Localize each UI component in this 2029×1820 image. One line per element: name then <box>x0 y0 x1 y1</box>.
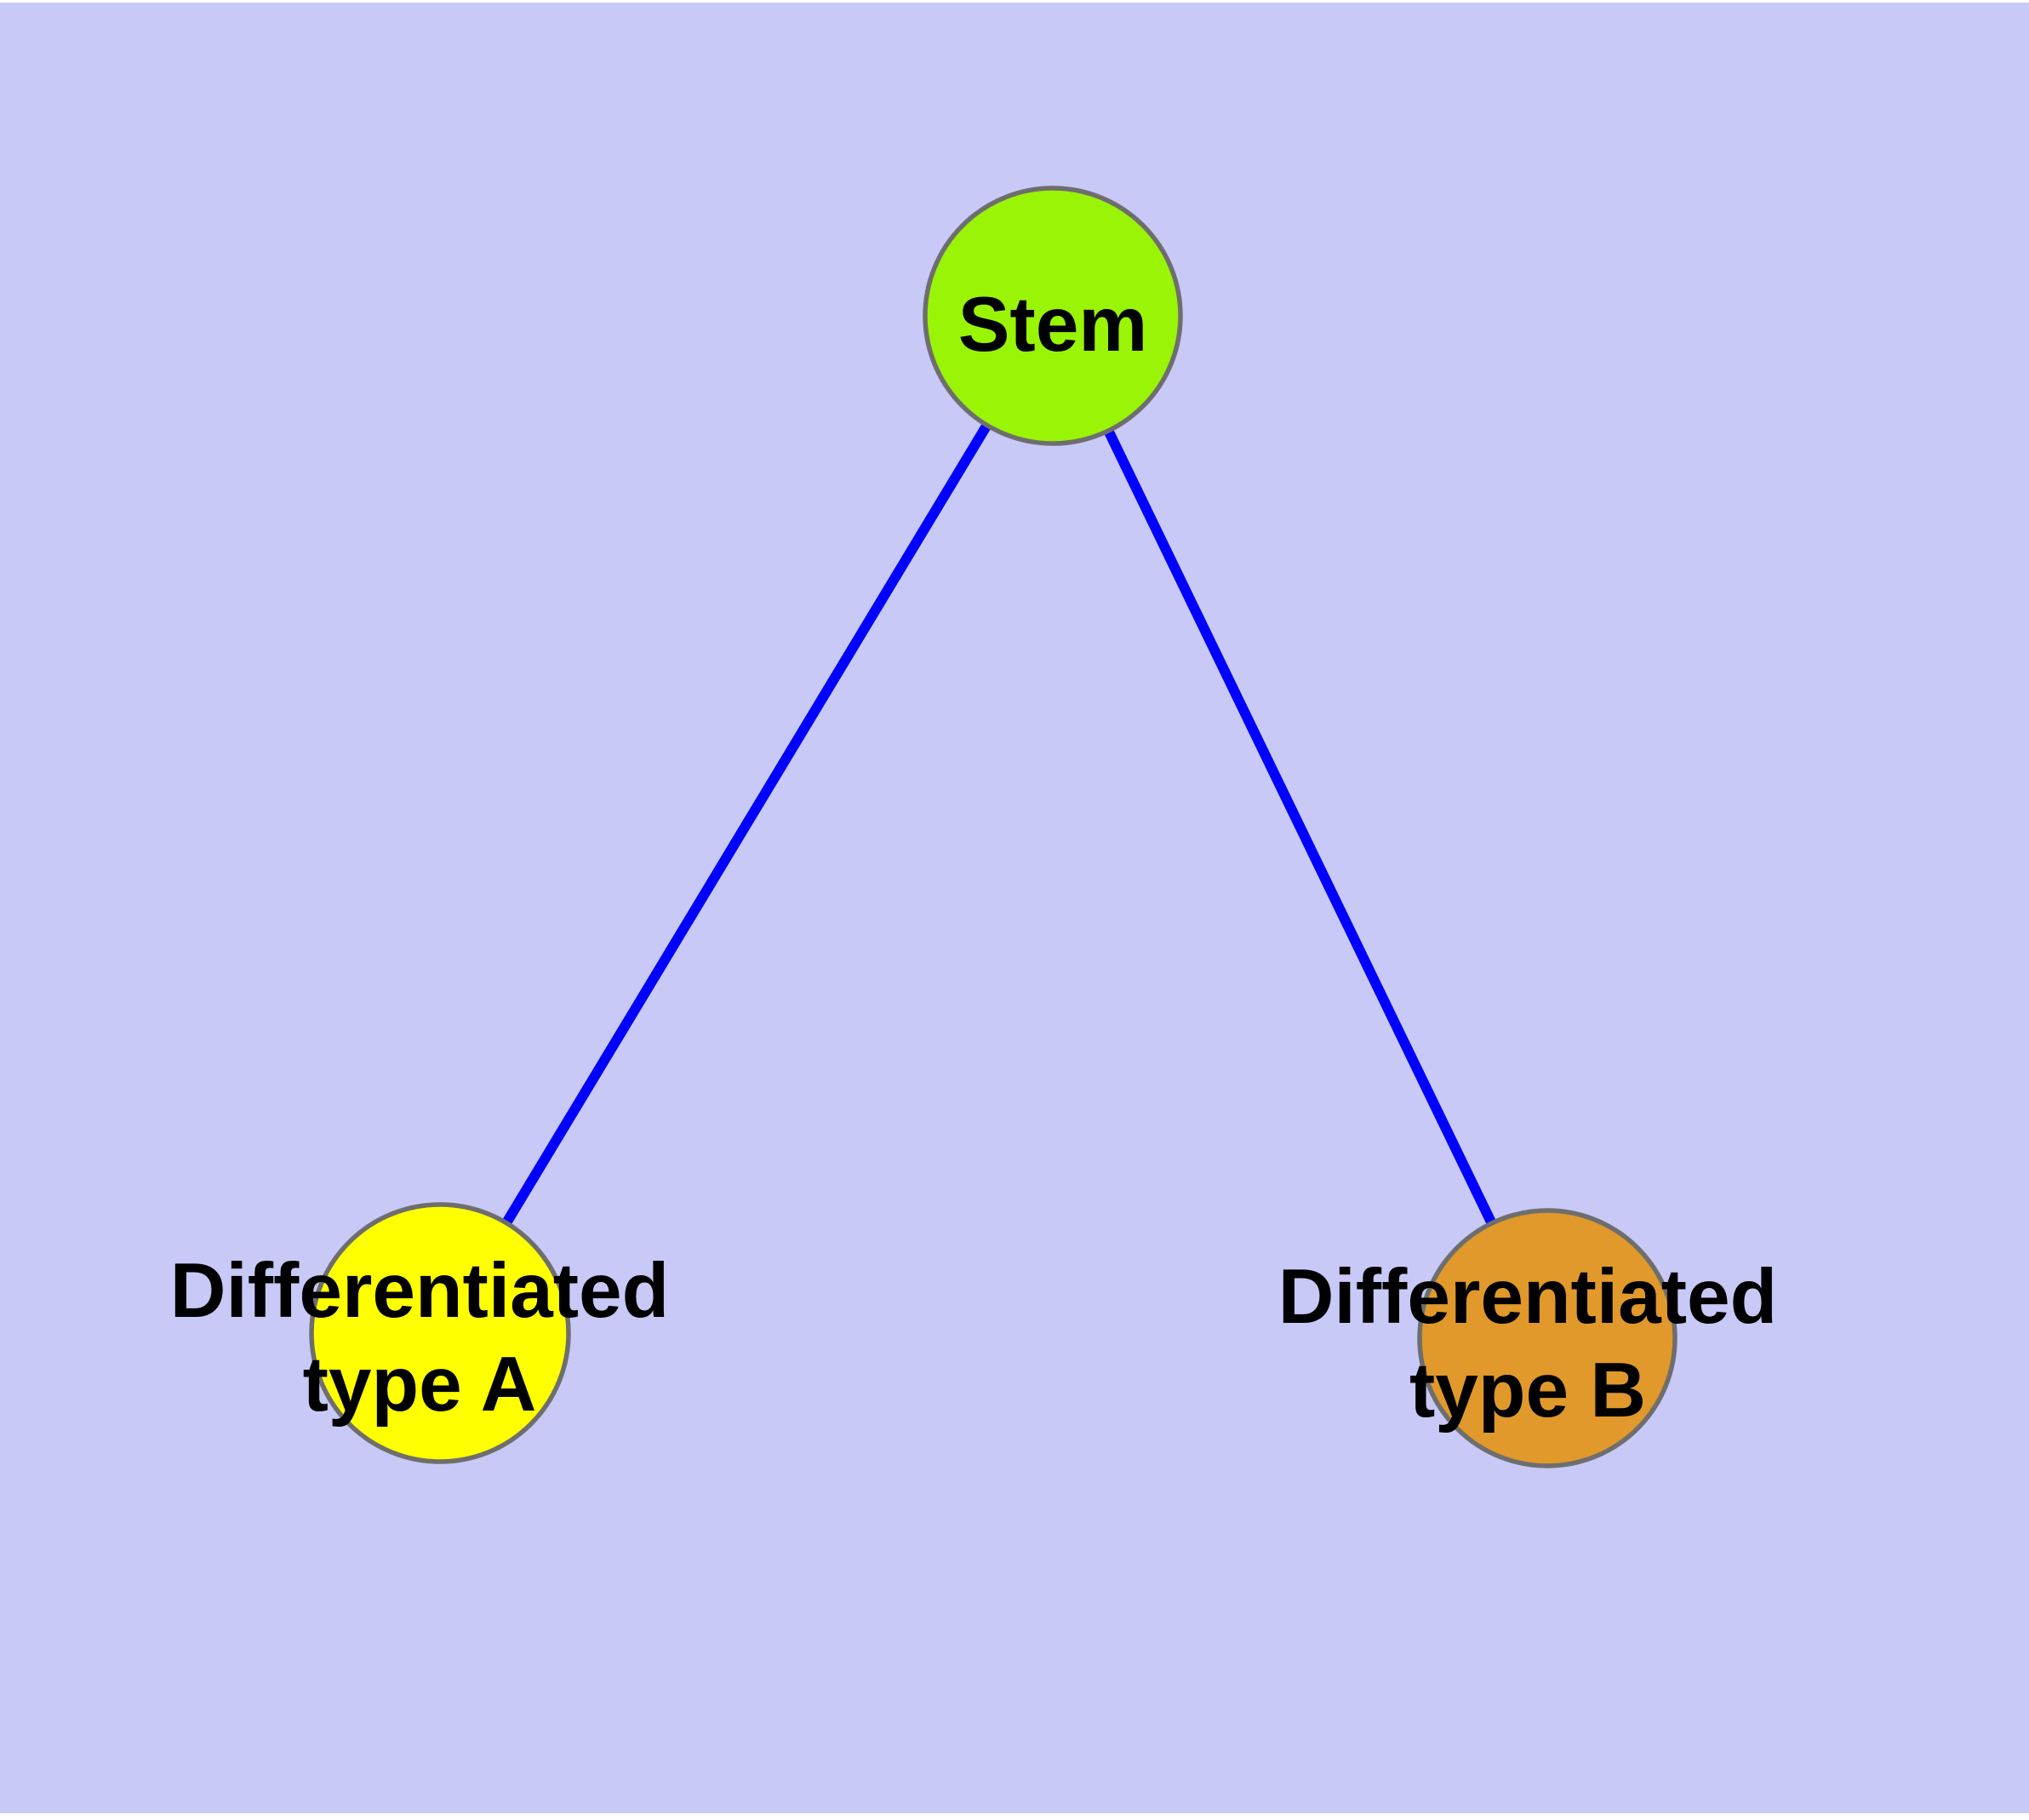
node-differentiated-type-a-label-line-2: type A <box>303 1342 537 1428</box>
node-differentiated-type-b-circle <box>1417 1208 1677 1468</box>
node-stem-label-line-1: Stem <box>958 282 1148 368</box>
edge-stem-to-differentiated-type-a <box>435 312 1058 1336</box>
node-differentiated-type-a-circle <box>309 1202 571 1464</box>
nodes-layer <box>309 186 1677 1468</box>
edge-stem-to-differentiated-type-b <box>1048 313 1552 1341</box>
node-stem-circle <box>923 186 1183 446</box>
node-differentiated-type-a-label-line-1: Differentiated <box>170 1248 670 1334</box>
node-differentiated-type-b-label-line-2: type B <box>1409 1348 1646 1434</box>
node-stem-label: Stem <box>958 282 1148 368</box>
node-differentiated-type-b-label-line-1: Differentiated <box>1278 1254 1778 1340</box>
edges-layer <box>435 312 1552 1341</box>
